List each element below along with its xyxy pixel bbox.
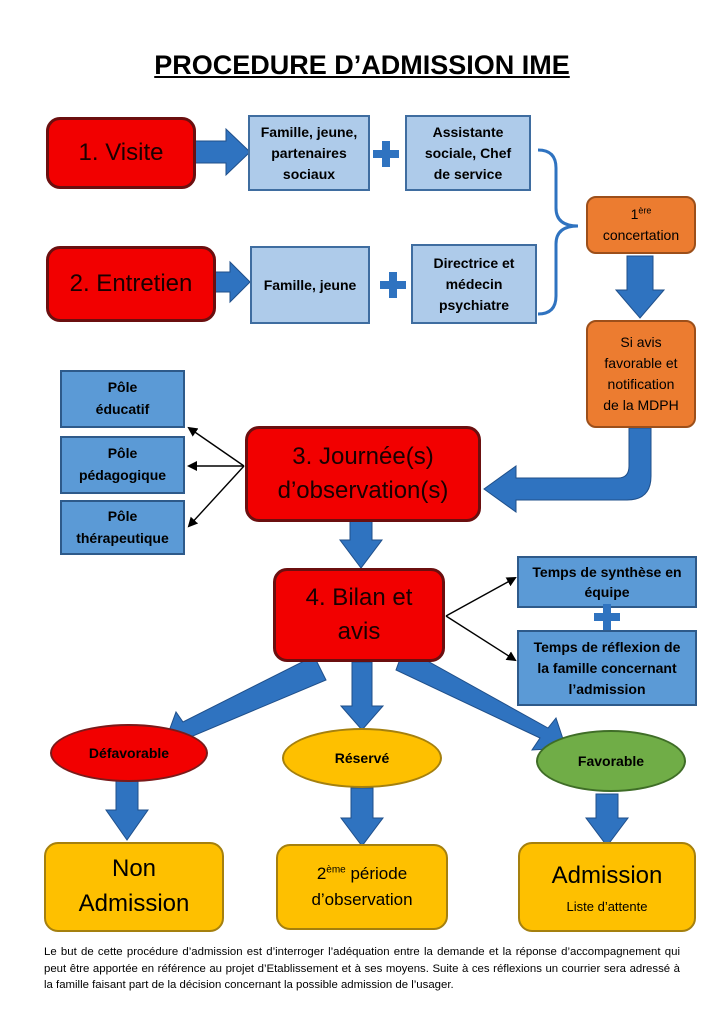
concertation-label: concertation xyxy=(602,227,680,243)
visite-participants-line-2: partenaires xyxy=(271,144,347,161)
visite-participants-box: Famille, jeune, partenaires sociaux xyxy=(248,115,370,191)
outcome-second-period-number: 2 xyxy=(316,863,327,883)
reflexion-box: Temps de réflexion de la famille concern… xyxy=(517,630,697,706)
step-entretien-label: 2. Entretien xyxy=(69,270,193,297)
entretien-staff-line-1: Directrice et xyxy=(433,254,515,271)
decision-reserve-label: Réservé xyxy=(334,750,390,766)
footer-note: Le but de cette procédure d’admission es… xyxy=(44,946,680,992)
step-journee-observation: 3. Journée(s) d’observation(s) xyxy=(245,426,481,522)
brace-connector xyxy=(537,148,579,316)
plus-icon xyxy=(380,272,406,298)
concertation-ordinal: 1ère xyxy=(631,204,652,225)
avis-mdph-line-4: de la MDPH xyxy=(603,397,679,413)
pole-pedagogique-line-2: pédagogique xyxy=(78,467,167,483)
pole-educatif-box: Pôle éducatif xyxy=(60,370,185,428)
synthese-line-1: Temps de synthèse en xyxy=(532,563,682,580)
page-title: PROCEDURE D’ADMISSION IME xyxy=(154,50,570,80)
plus-icon xyxy=(373,141,399,167)
avis-mdph-line-2: favorable et xyxy=(604,355,678,371)
reflexion-line-2: la famille concernant xyxy=(537,659,677,676)
avis-mdph-line-1: Si avis xyxy=(620,334,662,350)
reflexion-line-3: l’admission xyxy=(568,680,646,697)
outcome-admission-waitlist: Liste d’attente xyxy=(566,898,648,914)
visite-staff-line-3: de service xyxy=(433,165,503,182)
decision-defavorable: Défavorable xyxy=(50,724,208,782)
arrow-reserve-down xyxy=(340,787,384,847)
avis-mdph-box: Si avis favorable et notification de la … xyxy=(586,320,696,428)
synthese-line-2: équipe xyxy=(584,584,630,600)
pole-pedagogique-line-1: Pôle xyxy=(107,445,138,462)
outcome-admission: Admission Liste d’attente xyxy=(518,842,696,932)
entretien-staff-line-3: psychiatre xyxy=(438,296,510,313)
arrow-reflexion xyxy=(445,615,517,662)
reflexion-line-1: Temps de réflexion de xyxy=(533,638,681,655)
concertation-ordinal-sup: ère xyxy=(638,205,652,216)
outcome-second-period-line-2: d’observation xyxy=(311,890,413,909)
outcome-admission-title: Admission xyxy=(551,862,663,890)
visite-staff-line-1: Assistante xyxy=(432,123,504,140)
arrow-entretien xyxy=(213,260,251,304)
visite-staff-box: Assistante sociale, Chef de service xyxy=(405,115,531,191)
decision-favorable-label: Favorable xyxy=(577,753,645,769)
outcome-non-admission-line-2: Admission xyxy=(78,890,190,917)
decision-reserve: Réservé xyxy=(282,728,442,788)
entretien-staff-box: Directrice et médecin psychiatre xyxy=(411,244,537,324)
outcome-second-period: 2ème période d’observation xyxy=(276,844,448,930)
concertation-box: 1ère concertation xyxy=(586,196,696,254)
step-visite-label: 1. Visite xyxy=(78,139,164,166)
arrow-visite xyxy=(189,127,251,177)
arrow-favorable-down xyxy=(585,793,629,847)
visite-participants-line-3: sociaux xyxy=(282,165,336,182)
step-journee-line-1: 3. Journée(s) xyxy=(292,443,434,471)
synthese-box: Temps de synthèse en équipe xyxy=(517,556,697,608)
step-bilan-avis: 4. Bilan et avis xyxy=(273,568,445,662)
entretien-participants-box: Famille, jeune xyxy=(250,246,370,324)
step-entretien: 2. Entretien xyxy=(46,246,216,322)
outcome-non-admission-line-1: Non xyxy=(111,855,157,883)
arrow-concertation-down xyxy=(614,255,666,319)
pole-educatif-line-1: Pôle xyxy=(107,379,138,396)
outcome-non-admission: Non Admission xyxy=(44,842,224,932)
step-journee-line-2: d’observation(s) xyxy=(277,477,449,504)
arrow-mdph-to-journee xyxy=(483,427,652,513)
visite-staff-line-2: sociale, Chef xyxy=(424,144,512,161)
visite-participants-line-1: Famille, jeune, xyxy=(260,123,358,140)
concertation-ordinal-number: 1 xyxy=(630,206,639,222)
arrow-to-reserve xyxy=(339,661,385,731)
decision-defavorable-label: Défavorable xyxy=(88,745,170,761)
arrow-pole-educatif xyxy=(187,426,245,467)
pole-therapeutique-line-1: Pôle xyxy=(107,507,138,524)
arrow-pole-therapeutique xyxy=(187,465,245,528)
pole-educatif-line-2: éducatif xyxy=(95,401,150,417)
plus-icon xyxy=(594,604,620,630)
outcome-second-period-sup: ème xyxy=(326,864,346,875)
outcome-second-period-word: période xyxy=(345,863,408,883)
step-bilan-line-2: avis xyxy=(337,618,381,645)
arrow-defavorable-down xyxy=(105,779,149,841)
arrow-synthese xyxy=(445,577,517,617)
entretien-participants-line-1: Famille, jeune xyxy=(263,276,357,293)
avis-mdph-line-3: notification xyxy=(607,376,675,392)
pole-pedagogique-box: Pôle pédagogique xyxy=(60,436,185,494)
pole-therapeutique-line-2: thérapeutique xyxy=(76,529,169,546)
outcome-second-period-line-1: 2ème période xyxy=(317,861,407,887)
decision-favorable: Favorable xyxy=(536,730,686,792)
step-visite: 1. Visite xyxy=(46,117,196,189)
step-bilan-line-1: 4. Bilan et xyxy=(305,584,413,612)
pole-therapeutique-box: Pôle thérapeutique xyxy=(60,500,185,555)
entretien-staff-line-2: médecin xyxy=(445,275,503,292)
